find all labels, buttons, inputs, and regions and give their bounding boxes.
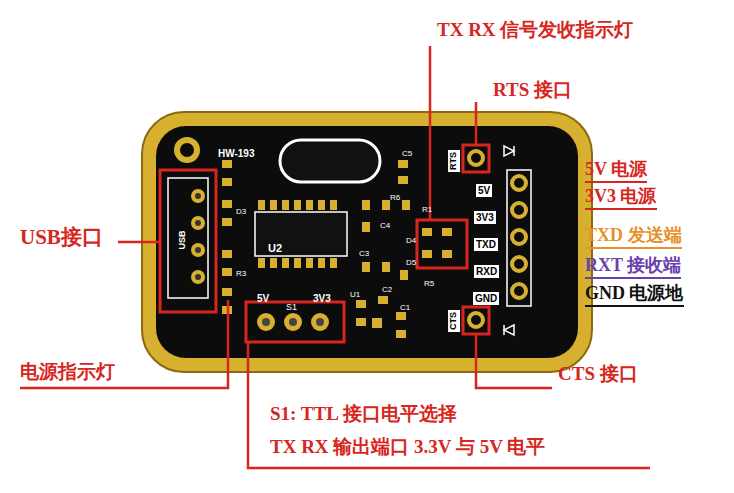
callout-text: USB接口 (20, 226, 103, 249)
label-holder: C1 (400, 296, 410, 314)
board-name: HW-193 (218, 148, 254, 159)
pin-name: RXD (474, 265, 499, 278)
part-name: C4 (380, 222, 390, 231)
part-name: C3 (359, 250, 369, 259)
callout-text: RXT 接收端 (585, 256, 681, 279)
label-holder: U1 (350, 283, 360, 301)
callout-text: 5V 电源 (585, 160, 647, 183)
label-holder: R6 (390, 186, 400, 204)
label-holder: GND (473, 288, 499, 306)
part-name: C2 (382, 286, 392, 295)
label-holder: D3 (236, 200, 246, 218)
callout-text: 3V3 电源 (585, 187, 657, 210)
pin-name: 3V3 (474, 211, 496, 224)
jumper-name: 5V (257, 293, 269, 304)
callout-text: TXD 发送端 (585, 226, 682, 249)
part-name: C1 (400, 304, 410, 313)
label-holder: C3 (359, 242, 369, 260)
pin-name: 5V (476, 184, 492, 197)
label-holder: C5 (402, 142, 412, 160)
callout-text: CTS 接口 (558, 364, 638, 385)
label-holder: 3V3 电源 (585, 187, 657, 210)
highlight-boxes (160, 145, 489, 342)
label-holder: S1: TTL 接口电平选择 (270, 404, 457, 425)
pin-name: TXD (474, 238, 498, 251)
label-holder: D5 (406, 251, 416, 269)
part-name: R6 (390, 194, 400, 203)
label-holder: TX RX 输出端口 3.3V 与 5V 电平 (270, 437, 545, 458)
part-name: D3 (236, 208, 246, 217)
callout-text: TX RX 信号发收指示灯 (437, 20, 633, 41)
label-holder: 5V (476, 180, 492, 198)
label-holder: C2 (382, 278, 392, 296)
part-name: R5 (424, 280, 434, 289)
callout-text: RTS 接口 (493, 80, 572, 101)
label-holder: TXD (474, 234, 498, 252)
part-name: D5 (406, 259, 416, 268)
callout-text: 电源指示灯 (20, 362, 115, 383)
label-holder: R5 (424, 272, 434, 290)
label-holder: CTS 接口 (558, 364, 638, 385)
jumper-name: 3V3 (313, 293, 331, 304)
label-holder: C4 (380, 214, 390, 232)
callout-text: TX RX 输出端口 3.3V 与 5V 电平 (270, 437, 545, 458)
label-holder: 3V3 (474, 207, 496, 225)
board (142, 112, 592, 372)
label-holder: TX RX 信号发收指示灯 (437, 20, 633, 41)
label-holder: R3 (236, 262, 246, 280)
label-holder: RTS (442, 150, 460, 172)
label-holder: 3V3 (313, 288, 331, 306)
label-holder: RTS 接口 (493, 80, 572, 101)
label-holder: D4 (406, 229, 416, 247)
chip (255, 200, 347, 268)
port-name: USB (178, 230, 188, 249)
label-holder: U2 (268, 238, 282, 256)
leader-lines (20, 46, 650, 468)
part-name: D4 (406, 237, 416, 246)
pin-name: RTS (448, 150, 460, 172)
part-name: U1 (350, 291, 360, 300)
label-holder: USB (171, 230, 189, 249)
callout-text: GND 电源地 (585, 284, 684, 307)
label-holder: 5V (257, 288, 269, 306)
jumper-name: S1 (286, 303, 297, 313)
label-holder: S1 (286, 296, 297, 314)
label-holder: USB接口 (20, 226, 103, 249)
pin-name: CTS (448, 310, 460, 332)
part-name: R1 (422, 206, 432, 215)
label-holder: 5V 电源 (585, 160, 647, 183)
label-holder: RXT 接收端 (585, 256, 681, 279)
pin-name: GND (473, 292, 499, 305)
level-jumper (257, 313, 329, 331)
part-name: R3 (236, 270, 246, 279)
label-holder: TXD 发送端 (585, 226, 682, 249)
label-holder: R1 (422, 198, 432, 216)
usb-pins (168, 178, 208, 298)
part-name: C5 (402, 150, 412, 159)
label-holder: CTS (442, 310, 460, 332)
label-holder: GND 电源地 (585, 284, 684, 307)
part-name: U2 (268, 242, 282, 254)
label-holder: RXD (474, 261, 499, 279)
label-holder: 电源指示灯 (20, 362, 115, 383)
callout-text: S1: TTL 接口电平选择 (270, 404, 457, 425)
label-holder: HW-193 (218, 143, 254, 161)
